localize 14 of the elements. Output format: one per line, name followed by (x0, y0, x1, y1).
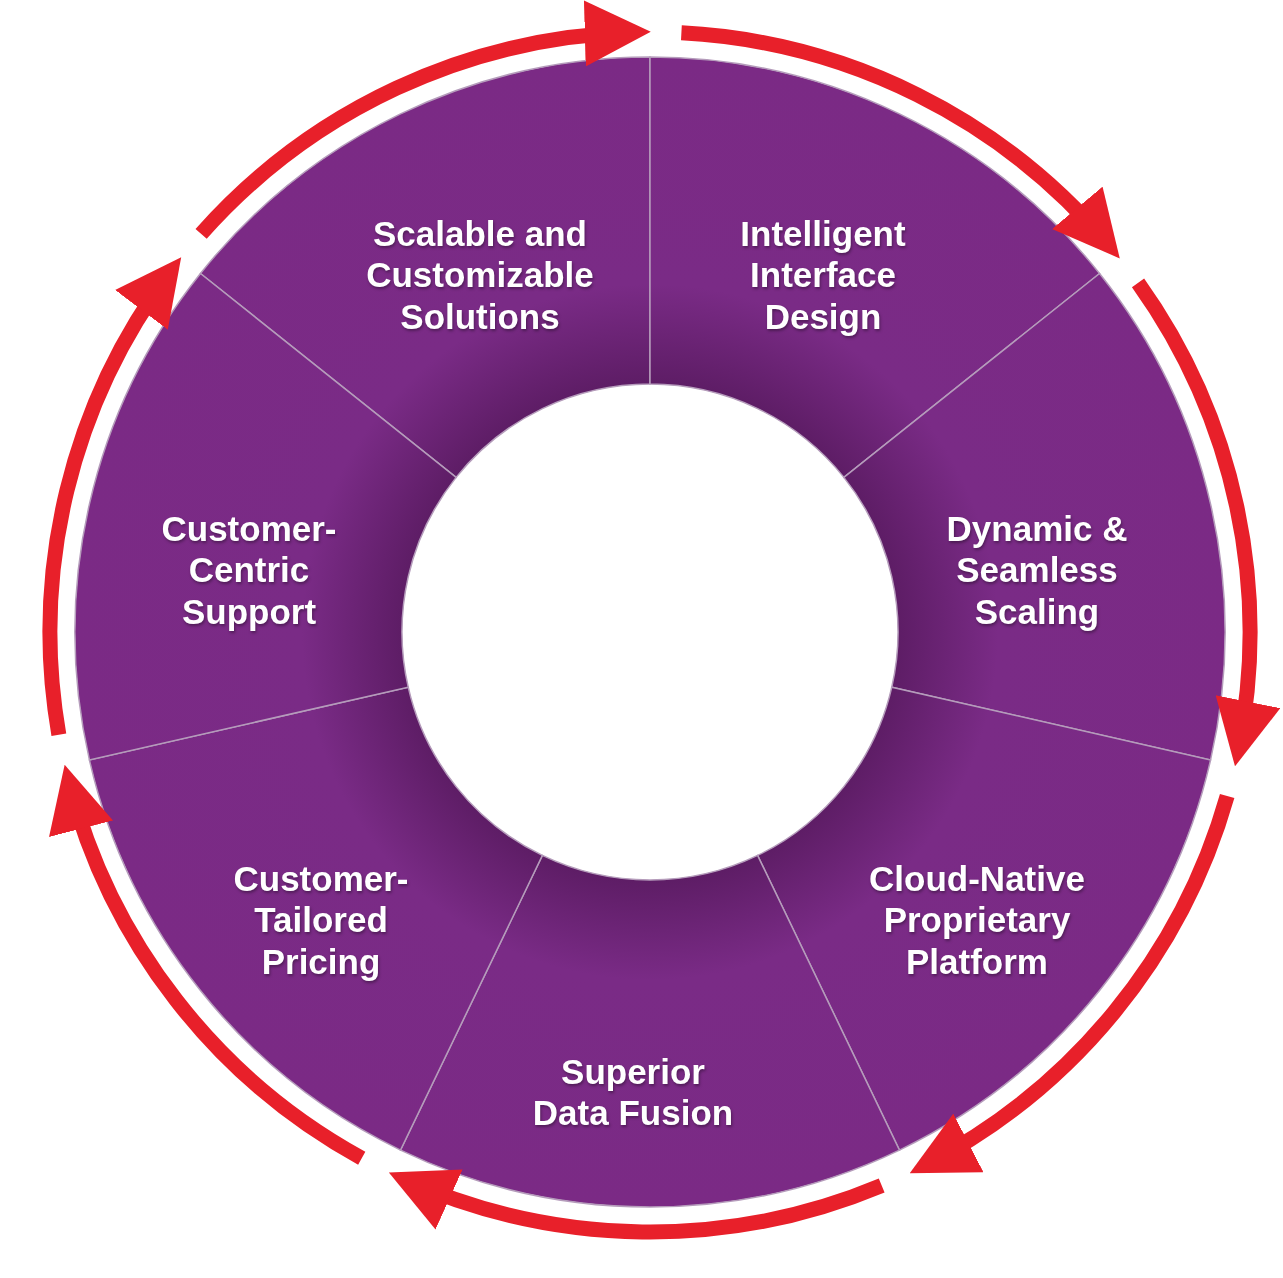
cycle-arrow (43, 256, 181, 736)
segment-label: Intelligent Interface Design (739, 213, 907, 337)
cycle-arrow (195, 3, 651, 240)
segment-label: Cloud-Native Proprietary Platform (868, 858, 1086, 982)
cycle-arrow (680, 25, 1121, 258)
segment-label: Dynamic & Seamless Scaling (945, 508, 1129, 632)
segment-label: Customer-Centric Support (160, 508, 338, 632)
segment-label: Superior Data Fusion (531, 1050, 735, 1134)
cycle-arrow (910, 793, 1235, 1174)
segment-label: Customer-Tailored Pricing (232, 858, 410, 982)
cycle-arrow (52, 765, 366, 1165)
cycle-arrow (1131, 278, 1278, 767)
cycle-arrow (388, 1166, 885, 1239)
segment-label: Scalable and Customizable Solutions (365, 213, 595, 337)
